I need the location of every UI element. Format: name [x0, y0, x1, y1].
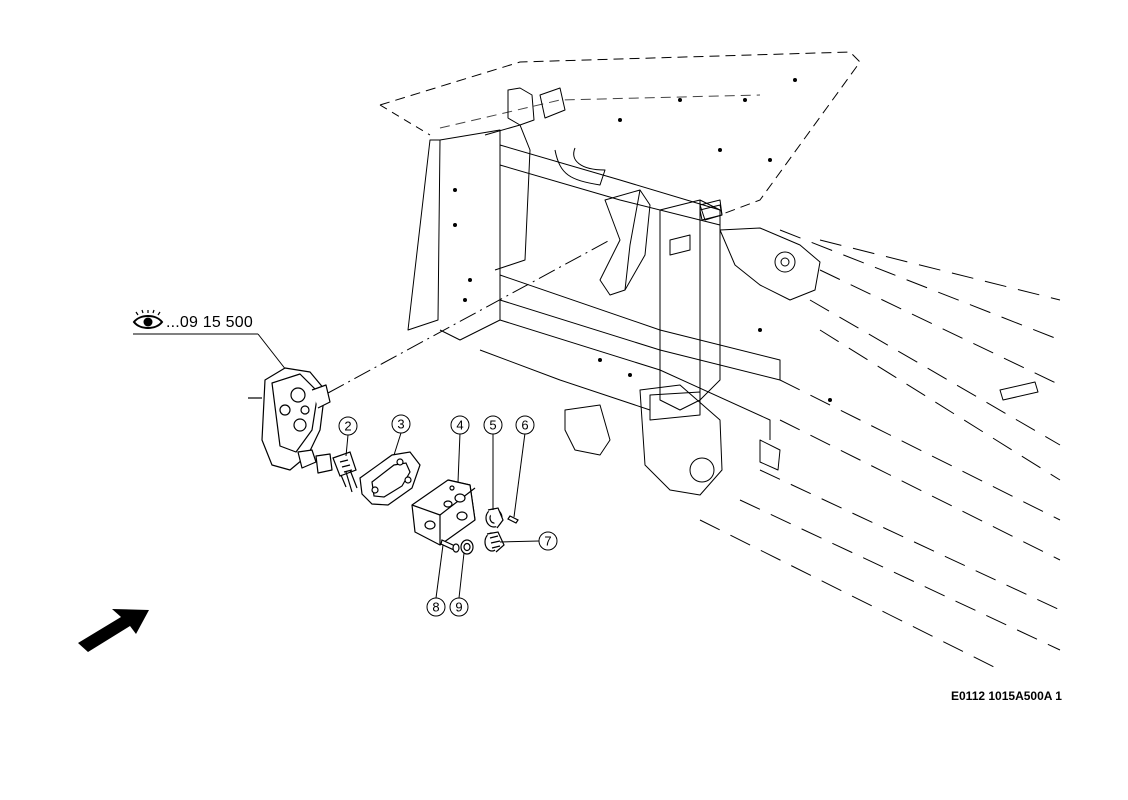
- callout-number: 6: [521, 418, 528, 433]
- part-7-plug: [484, 531, 505, 553]
- callout-number: 5: [489, 418, 496, 433]
- part-2-gear: [332, 451, 358, 493]
- callout-number: 2: [344, 419, 351, 434]
- center-axis-line: [327, 239, 611, 394]
- valve-housing: [248, 367, 333, 474]
- callout-number: 3: [397, 417, 404, 432]
- callout-8: 8: [426, 597, 446, 617]
- callout-4: 4: [450, 415, 470, 435]
- reference-text: ...09 15 500: [166, 314, 253, 331]
- part-8-bolt: [440, 539, 460, 553]
- callout-2: 2: [338, 416, 358, 436]
- callout-3: 3: [391, 414, 411, 434]
- callout-9: 9: [449, 597, 469, 617]
- part-9-nut: [460, 539, 474, 555]
- part-6-screw: [507, 515, 519, 524]
- callout-leaders: [345, 432, 540, 599]
- part-4-valve-block: [411, 479, 476, 546]
- callout-number: 9: [455, 600, 462, 615]
- reference-leader: [133, 333, 291, 376]
- frame-assembly: [379, 51, 1039, 496]
- callout-number: 7: [544, 534, 551, 549]
- part-3-gasket: [359, 451, 421, 506]
- drawing-id: E0112 1015A500A 1: [951, 689, 1062, 703]
- callout-7: 7: [538, 531, 558, 551]
- callout-number: 8: [432, 600, 439, 615]
- callout-number: 4: [456, 418, 463, 433]
- callout-6: 6: [515, 415, 535, 435]
- phantom-lines: [699, 229, 1061, 671]
- eye-icon: [132, 309, 164, 329]
- direction-arrow-icon: [78, 609, 149, 652]
- callout-5: 5: [483, 415, 503, 435]
- part-5-fitting: [485, 507, 504, 529]
